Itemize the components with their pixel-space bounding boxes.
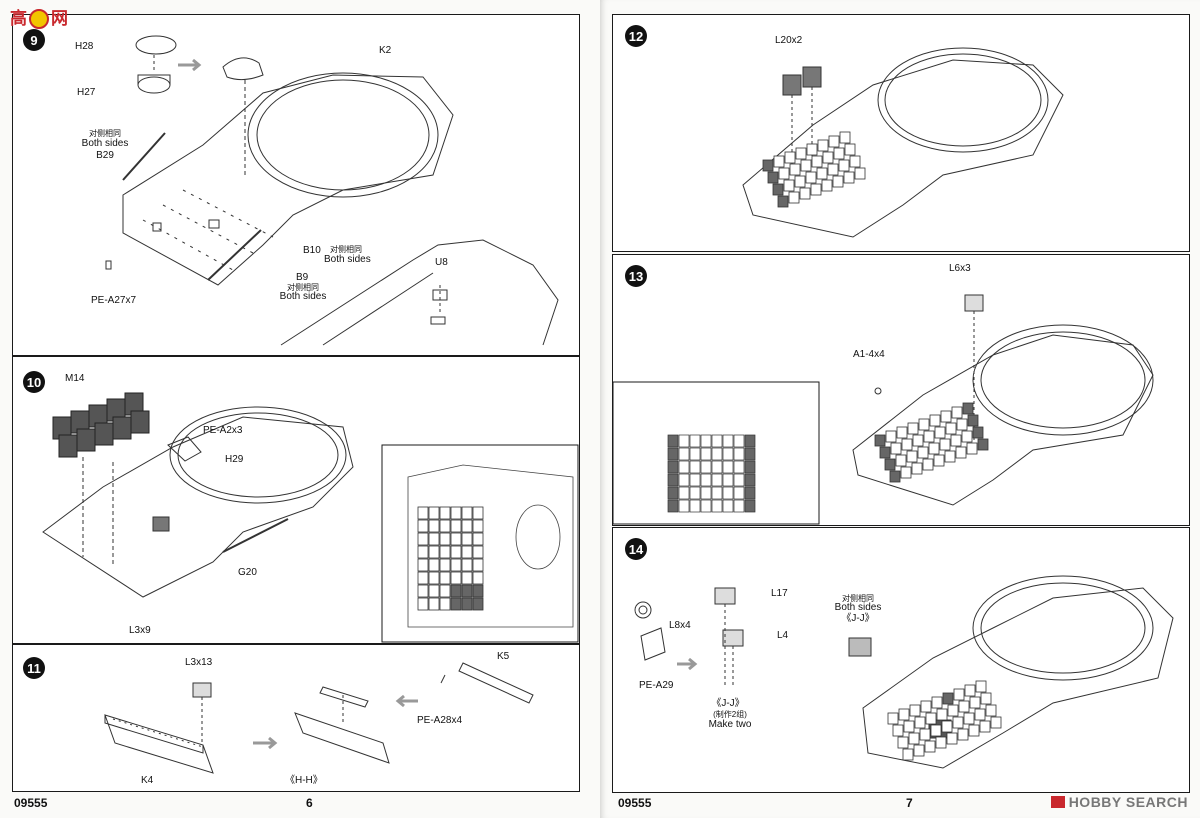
label-jj-top: 《J-J》 bbox=[841, 613, 875, 624]
label-h29: H29 bbox=[225, 454, 244, 465]
label-make-en: Make two bbox=[708, 719, 752, 730]
step-10-drawing bbox=[42, 392, 579, 643]
label-make-cn: (制作2组) bbox=[713, 710, 747, 719]
step-9-panel: 9 bbox=[12, 14, 580, 356]
label-k2: K2 bbox=[379, 45, 392, 56]
label-l4: L4 bbox=[777, 630, 789, 641]
step-9-badge: 9 bbox=[23, 29, 45, 51]
label-l17: L17 bbox=[771, 588, 788, 599]
label-pe-a29: PE-A29 bbox=[639, 680, 674, 691]
label-pe-a28: PE-A28x4 bbox=[417, 715, 463, 726]
step-12-panel: 12 L20x2 bbox=[612, 14, 1190, 252]
label-l3x9: L3x9 bbox=[129, 625, 151, 636]
left-page-code: 09555 bbox=[14, 796, 48, 810]
right-page-code: 09555 bbox=[618, 796, 652, 810]
step-13-panel: 13 L6x3 A1-4x4 bbox=[612, 254, 1190, 526]
label-jj-top-en: Both sides bbox=[834, 602, 882, 613]
step-11-panel: 11 L3x13 bbox=[12, 644, 580, 792]
step-14-badge: 14 bbox=[625, 538, 647, 560]
left-page-number: 6 bbox=[306, 796, 313, 810]
label-b29-cn: 对侧相同 bbox=[89, 129, 121, 138]
label-pe-a27: PE-A27x7 bbox=[91, 295, 137, 306]
label-b29: B29 bbox=[96, 150, 114, 161]
left-page: 高 网 9 bbox=[10, 6, 580, 810]
label-h28: H28 bbox=[75, 41, 94, 52]
step-14-drawing bbox=[634, 575, 1174, 769]
label-b10: B10 bbox=[303, 245, 321, 256]
label-k4: K4 bbox=[141, 775, 154, 786]
watermark-logo: 高 网 bbox=[10, 6, 70, 32]
step-13-badge: 13 bbox=[625, 265, 647, 287]
step-10-panel: 10 bbox=[12, 356, 580, 644]
brand-text: HOBBY SEARCH bbox=[1068, 794, 1188, 810]
step-12-drawing bbox=[742, 47, 1064, 238]
step-11-badge: 11 bbox=[23, 657, 45, 679]
watermark-char-1: 高 bbox=[10, 9, 27, 28]
label-jj-top-cn: 对侧相同 bbox=[842, 594, 874, 603]
step-14-panel: 14 L8x4 L17 L4 PE-A29 对侧相同 Both sides bbox=[612, 527, 1190, 793]
label-hh: 《H-H》 bbox=[285, 775, 323, 786]
right-page: 12 L20x2 13 bbox=[600, 0, 1200, 818]
label-b9: B9 bbox=[296, 272, 309, 283]
label-b29-en: Both sides bbox=[81, 138, 129, 149]
label-h27: H27 bbox=[77, 87, 96, 98]
label-g20: G20 bbox=[238, 567, 257, 578]
right-page-number: 7 bbox=[906, 796, 913, 810]
brand-watermark: HOBBY SEARCH bbox=[1050, 794, 1188, 810]
label-b10-en: Both sides bbox=[324, 254, 371, 265]
step-12-badge: 12 bbox=[625, 25, 647, 47]
step-13-drawing bbox=[613, 294, 1154, 525]
label-m14: M14 bbox=[65, 373, 85, 384]
label-pe-a2: PE-A2x3 bbox=[203, 425, 243, 436]
watermark-emblem-icon bbox=[29, 9, 49, 29]
label-b9-cn: 对侧相同 bbox=[287, 283, 319, 292]
label-b9-en: Both sides bbox=[279, 291, 327, 302]
label-jj-mid: 《J-J》 bbox=[711, 698, 745, 709]
label-u8: U8 bbox=[435, 257, 448, 268]
step-11-drawing bbox=[104, 662, 534, 774]
brand-logo-icon bbox=[1050, 796, 1065, 808]
watermark-char-2: 网 bbox=[51, 9, 68, 28]
label-a1: A1-4x4 bbox=[853, 349, 885, 360]
label-l20: L20x2 bbox=[775, 35, 803, 46]
label-l6: L6x3 bbox=[949, 263, 971, 274]
label-l8: L8x4 bbox=[669, 620, 691, 631]
label-b10-cn: 对侧相同 bbox=[330, 245, 362, 254]
label-l3x13: L3x13 bbox=[185, 657, 213, 668]
step-10-badge: 10 bbox=[23, 371, 45, 393]
step-9-drawing bbox=[105, 35, 559, 346]
label-k5: K5 bbox=[497, 651, 510, 662]
